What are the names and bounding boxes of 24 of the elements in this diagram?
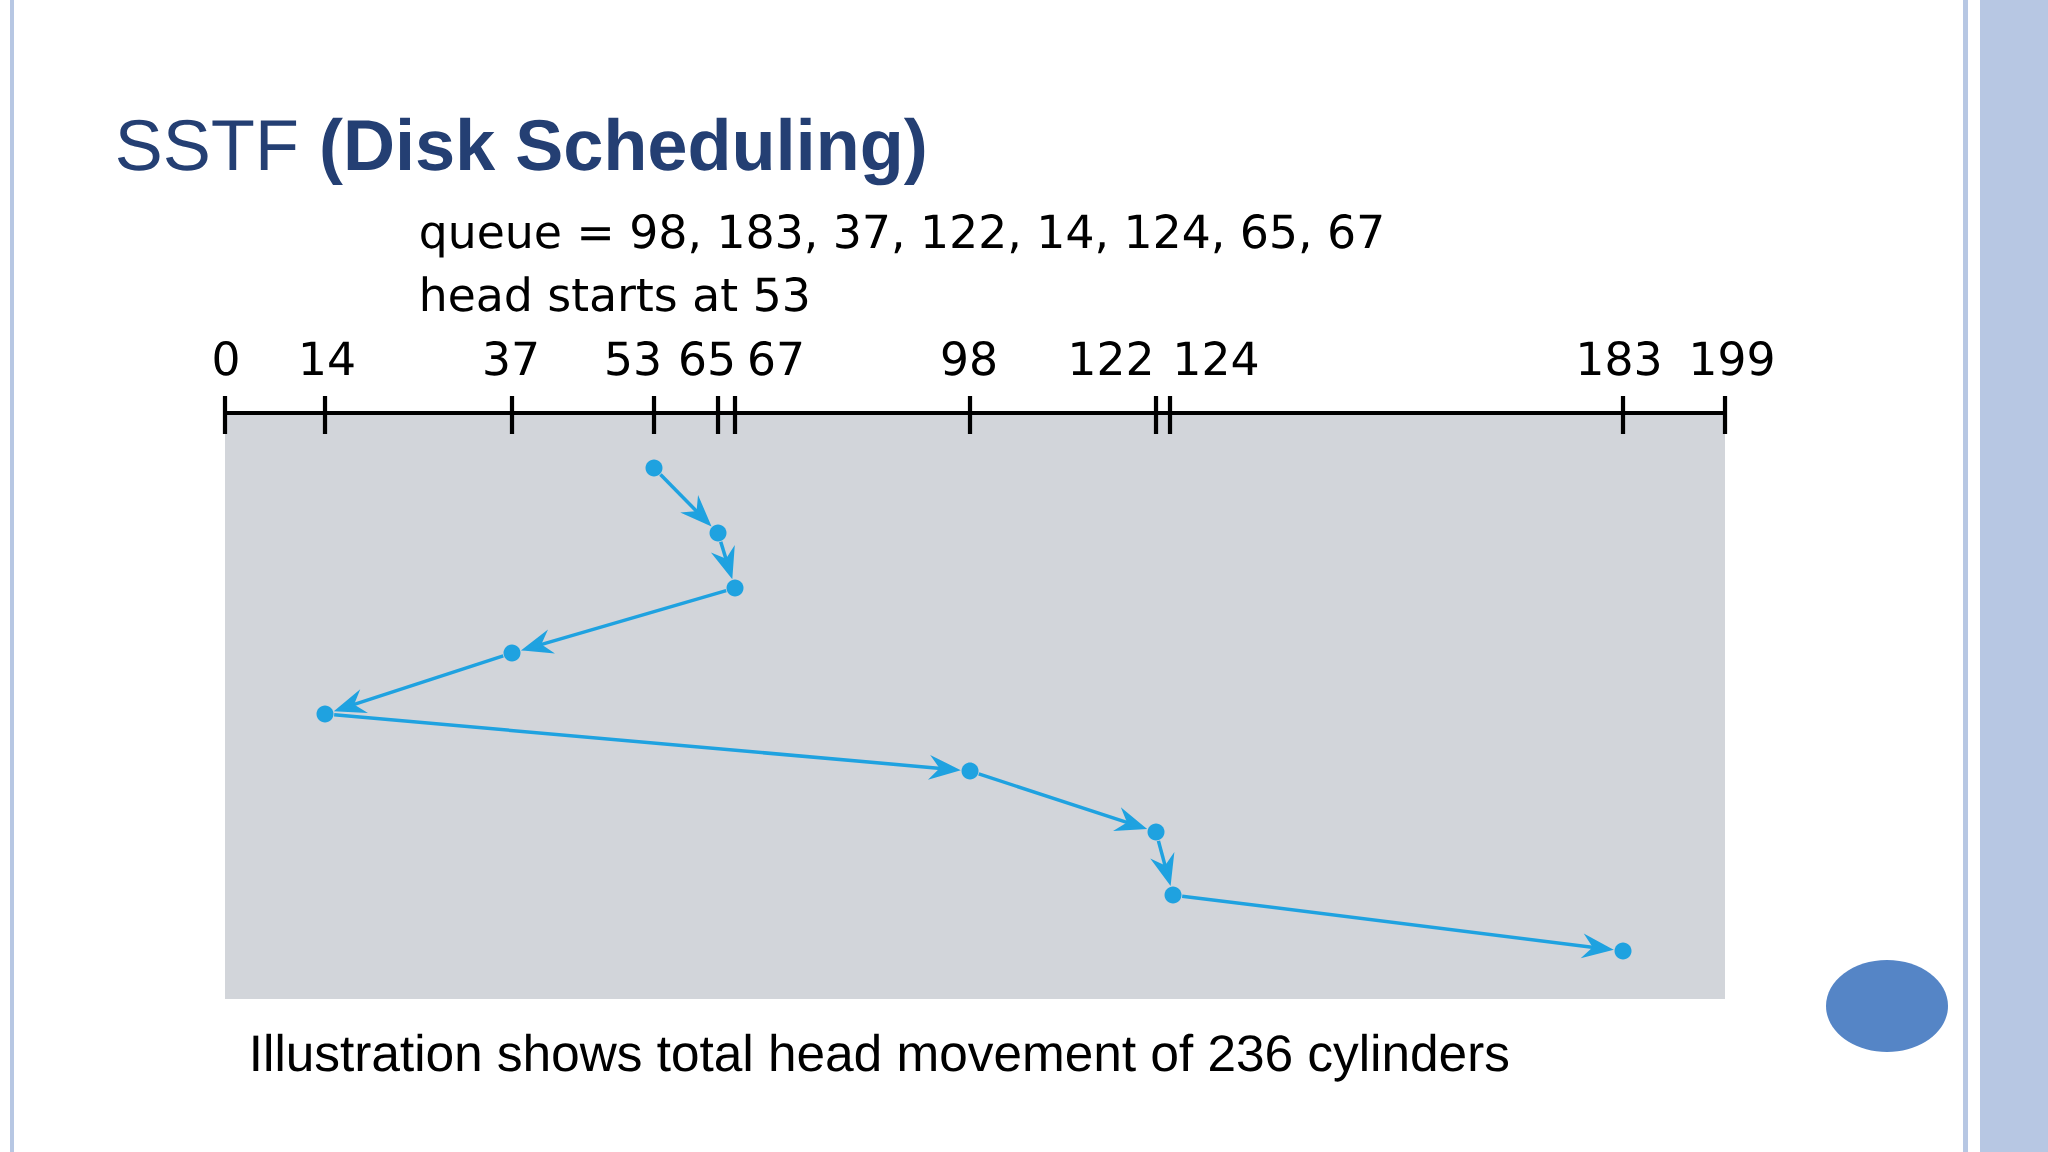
point-marker (1614, 942, 1632, 960)
point-marker (1147, 823, 1165, 841)
tick-label: 0 (214, 341, 238, 376)
tick-label: 124 (1177, 341, 1258, 375)
tick-label: 122 (1072, 341, 1150, 375)
tick-label: 98 (942, 341, 995, 376)
tick-label: 65 (681, 341, 733, 376)
tick-label: 183 (1580, 341, 1659, 376)
tick-label: 199 (1693, 341, 1773, 376)
point-marker (316, 705, 334, 723)
point-marker (1164, 886, 1182, 904)
point-marker (645, 459, 663, 477)
point-marker (726, 579, 744, 597)
head-start-text: head starts at 53 (422, 276, 808, 312)
point-marker (961, 762, 979, 780)
caption: Illustration shows total head movement of 236 cylinders (253, 1033, 1509, 1082)
slide-title: SSTF (Disk Scheduling) (117, 117, 925, 186)
tick-label: 53 (607, 341, 659, 376)
point-marker (503, 644, 521, 662)
tick-label: 14 (302, 341, 354, 375)
tick-label: 37 (485, 341, 537, 376)
tick-label: 67 (750, 341, 802, 376)
queue-text: queue = 98, 183, 37, 122, 14, 124, 65, 67 (421, 214, 1382, 258)
point-marker (709, 524, 727, 542)
